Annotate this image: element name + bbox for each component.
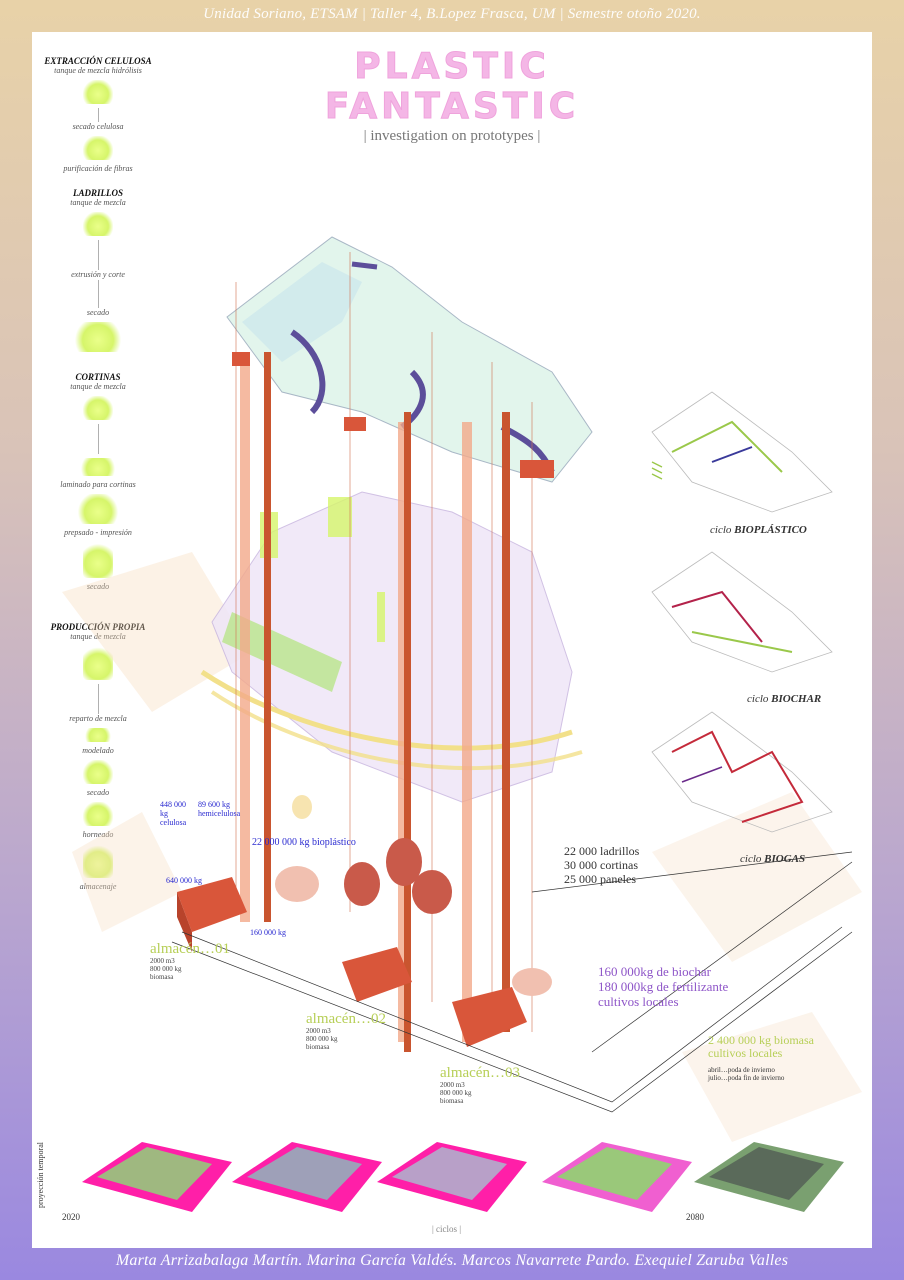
- step-label: almacenaje: [44, 882, 152, 892]
- flow-line: [97, 424, 99, 454]
- store-material: biomasa: [150, 973, 174, 981]
- biochar-amount: 160 000kg de biochar: [598, 964, 712, 979]
- laminator-icon: [78, 458, 118, 476]
- cycle-bioplastic: ciclo BIOPLÁSTICO: [710, 524, 807, 536]
- step-label: extrusión y corte: [71, 270, 125, 279]
- step-label: tanque de mezcla hidrólisis: [54, 66, 142, 75]
- store-material: biomasa: [440, 1097, 464, 1105]
- store-volume: 2000 m3: [306, 1027, 331, 1035]
- tank-icon: [83, 212, 113, 236]
- press-icon: [78, 494, 118, 524]
- title-line-2: FANTASTIC: [324, 86, 580, 128]
- timeline-thumbnails: [82, 1142, 844, 1212]
- store-volume: 2000 m3: [440, 1081, 465, 1089]
- panels-count: 25 000 paneles: [564, 872, 636, 886]
- step-label: secado celulosa: [72, 122, 124, 131]
- step-label: reparto de mezcla: [69, 714, 127, 723]
- step-label: secado: [86, 308, 110, 317]
- kg640-label: 640 000 kg: [166, 876, 202, 885]
- bioplastic-stat: 22 000 000 kg bioplástico: [252, 837, 356, 848]
- store-name: almacén…02: [306, 1011, 386, 1027]
- timeline-center-label: | ciclos |: [432, 1224, 462, 1234]
- silos: [275, 795, 552, 996]
- timeline-end-year: 2080: [686, 1212, 704, 1222]
- pruning-stat: abril…poda de invierno julio…poda fin de…: [708, 1066, 784, 1082]
- section-heading: PRODUCCIÓN PROPIA: [50, 622, 146, 632]
- axonometric-diagram: [62, 236, 862, 1212]
- section-heading: LADRILLOS: [72, 188, 123, 198]
- authors-credit: Marta Arrizabalaga Martín. Marina García…: [115, 1252, 789, 1269]
- cycle-thumbnails: [651, 391, 833, 833]
- store-weight: 800 000 kg: [440, 1089, 472, 1097]
- mixer-icon: [83, 728, 113, 742]
- store-material: biomasa: [306, 1043, 330, 1051]
- kg160-label: 160 000 kg: [250, 928, 286, 937]
- store-name: almacén…01: [150, 941, 230, 957]
- section-heading: CORTINAS: [75, 372, 121, 382]
- flow-line: [97, 684, 99, 714]
- biochar-stat: 160 000kg de biochar 180 000kg de fertil…: [598, 964, 728, 1009]
- biomass-crops: cultivos locales: [708, 1046, 783, 1060]
- store-weight: 800 000 kg: [150, 965, 182, 973]
- storage-icon: [83, 844, 113, 878]
- timeline-axis-label: proyección temporal: [36, 1142, 45, 1208]
- cycle-prefix: ciclo: [710, 524, 732, 536]
- biomass-stat: 2 400 000 kg biomasa cultivos locales: [708, 1034, 814, 1060]
- cellulose-label: 448 000 kg celulosa: [160, 800, 187, 827]
- step-label: prepsado - impresión: [64, 528, 132, 537]
- store-volume: 2000 m3: [150, 957, 175, 965]
- step-label: modelado: [82, 746, 114, 755]
- pruning-april: abril…poda de invierno: [708, 1066, 775, 1074]
- cycle-prefix: ciclo: [747, 693, 769, 705]
- store-01: almacén…01 2000 m3 800 000 kg biomasa: [150, 941, 230, 982]
- pruning-july: julio…poda fin de invierno: [708, 1074, 785, 1082]
- store-name: almacén…03: [440, 1065, 520, 1081]
- store-02: almacén…02 2000 m3 800 000 kg biomasa: [306, 1011, 386, 1052]
- tank-icon: [83, 80, 113, 104]
- timeline-start-year: 2020: [62, 1212, 80, 1222]
- local-crops: cultivos locales: [598, 994, 679, 1009]
- hemicellulose-label: 89 600 kg hemicelulosa: [198, 800, 241, 818]
- warehouses: [177, 352, 554, 1047]
- store-03: almacén…03 2000 m3 800 000 kg biomasa: [440, 1065, 520, 1106]
- tank-icon: [83, 646, 113, 680]
- bricks-count: 22 000 ladrillos: [564, 844, 640, 858]
- ground-grid: [171, 851, 853, 1113]
- biomass-amount: 2 400 000 kg biomasa: [708, 1033, 814, 1047]
- cycle-name: BIOGAS: [764, 853, 806, 865]
- step-label: secado: [86, 788, 110, 797]
- dryer-icon: [83, 542, 113, 578]
- tank-icon: [83, 396, 113, 420]
- step-label: laminado para cortinas: [60, 480, 136, 489]
- step-label: tanque de mezcla: [44, 632, 152, 642]
- cycle-name: BIOPLÁSTICO: [734, 524, 807, 536]
- section-heading: EXTRACCIÓN CELULOSA: [44, 56, 152, 66]
- store-weight: 800 000 kg: [306, 1035, 338, 1043]
- step-label: horneado: [82, 830, 114, 839]
- cycle-prefix: ciclo: [740, 853, 762, 865]
- step-label: secado: [44, 582, 152, 592]
- title-line-1: PLASTIC: [354, 46, 550, 88]
- curtains-count: 30 000 cortinas: [564, 858, 638, 872]
- oven-icon: [83, 802, 113, 826]
- mold-icon: [83, 760, 113, 784]
- flow-line: [97, 240, 99, 270]
- process-sidebar: EXTRACCIÓN CELULOSA tanque de mezcla hid…: [44, 56, 152, 892]
- fertilizer-amount: 180 000kg de fertilizante: [598, 979, 729, 994]
- towers: [235, 252, 533, 1052]
- products-stat: 22 000 ladrillos 30 000 cortinas 25 000 …: [564, 844, 639, 886]
- step-label: tanque de mezcla: [70, 198, 126, 207]
- subtitle: | investigation on prototypes |: [363, 128, 541, 144]
- cycle-name: BIOCHAR: [771, 693, 822, 705]
- step-label: purificación de fibras: [63, 164, 133, 173]
- flow-line: [97, 280, 99, 308]
- cycle-biogas: ciclo BIOGAS: [740, 853, 805, 865]
- poster-sheet: PLASTIC FANTASTIC | investigation on pro…: [32, 32, 872, 1248]
- cycle-biochar: ciclo BIOCHAR: [747, 693, 821, 705]
- drying-rack-icon: [73, 322, 123, 352]
- flow-line: [97, 108, 99, 122]
- dryer-icon: [83, 136, 113, 160]
- top-credit: Unidad Soriano, ETSAM | Taller 4, B.Lope…: [203, 6, 701, 22]
- step-label: tanque de mezcla: [70, 382, 126, 391]
